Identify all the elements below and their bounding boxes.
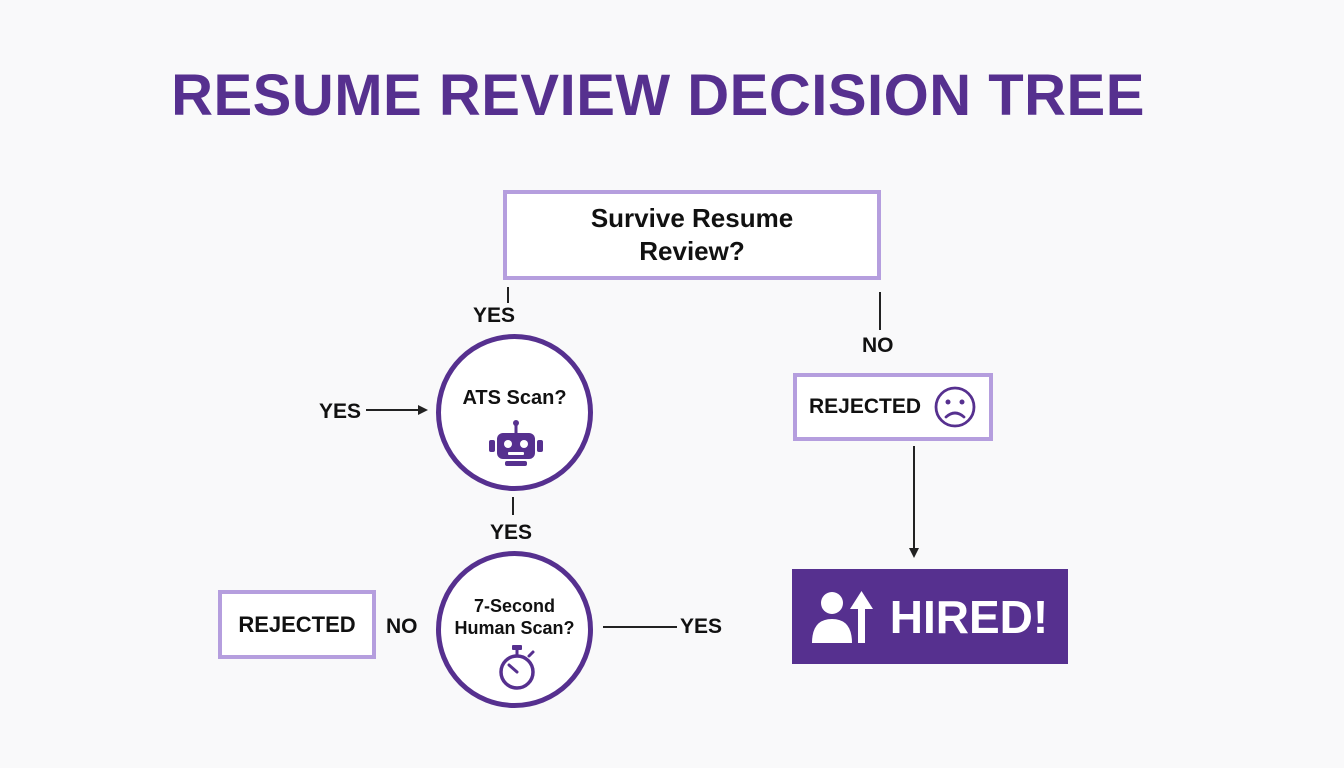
hired-box: HIRED! [792, 569, 1068, 664]
rejected-to-hired-arrow [909, 446, 919, 558]
human-scan-line1: 7-Second [473, 596, 556, 616]
ats-scan-node: ATS Scan? [436, 334, 593, 491]
ats-incoming-yes-label: YES [319, 400, 362, 423]
human-scan-line2: Human Scan? [454, 618, 575, 638]
stopwatch-icon [499, 645, 535, 690]
root-question-line1: Survive Resume [590, 203, 794, 233]
rejected-left-box: REJECTED [218, 590, 376, 659]
human-scan-node: 7-Second Human Scan? [436, 551, 593, 708]
ats-scan-label: ATS Scan? [462, 387, 567, 409]
root-no-label: NO [862, 334, 894, 357]
human-yes-label: YES [680, 615, 723, 638]
robot-icon [489, 420, 543, 466]
rejected-right-label: REJECTED [808, 395, 922, 418]
sad-face-icon [934, 386, 976, 428]
ats-incoming-arrow [366, 405, 428, 415]
rejected-left-label: REJECTED [238, 611, 356, 637]
page-title: RESUME REVIEW DECISION TREE [171, 63, 1145, 128]
rejected-right-box: REJECTED [793, 373, 993, 441]
hired-label: HIRED! [889, 590, 1049, 643]
root-question-line2: Review? [639, 236, 745, 266]
human-yes-connector [603, 626, 677, 628]
root-yes-connector [507, 287, 509, 303]
ats-out-connector [512, 497, 514, 515]
root-question-box: Survive Resume Review? [503, 190, 881, 280]
root-no-connector [879, 292, 881, 330]
ats-out-yes-label: YES [490, 521, 533, 544]
person-up-arrow-icon [811, 590, 873, 643]
human-no-label: NO [386, 615, 418, 638]
root-yes-label: YES [473, 304, 516, 327]
